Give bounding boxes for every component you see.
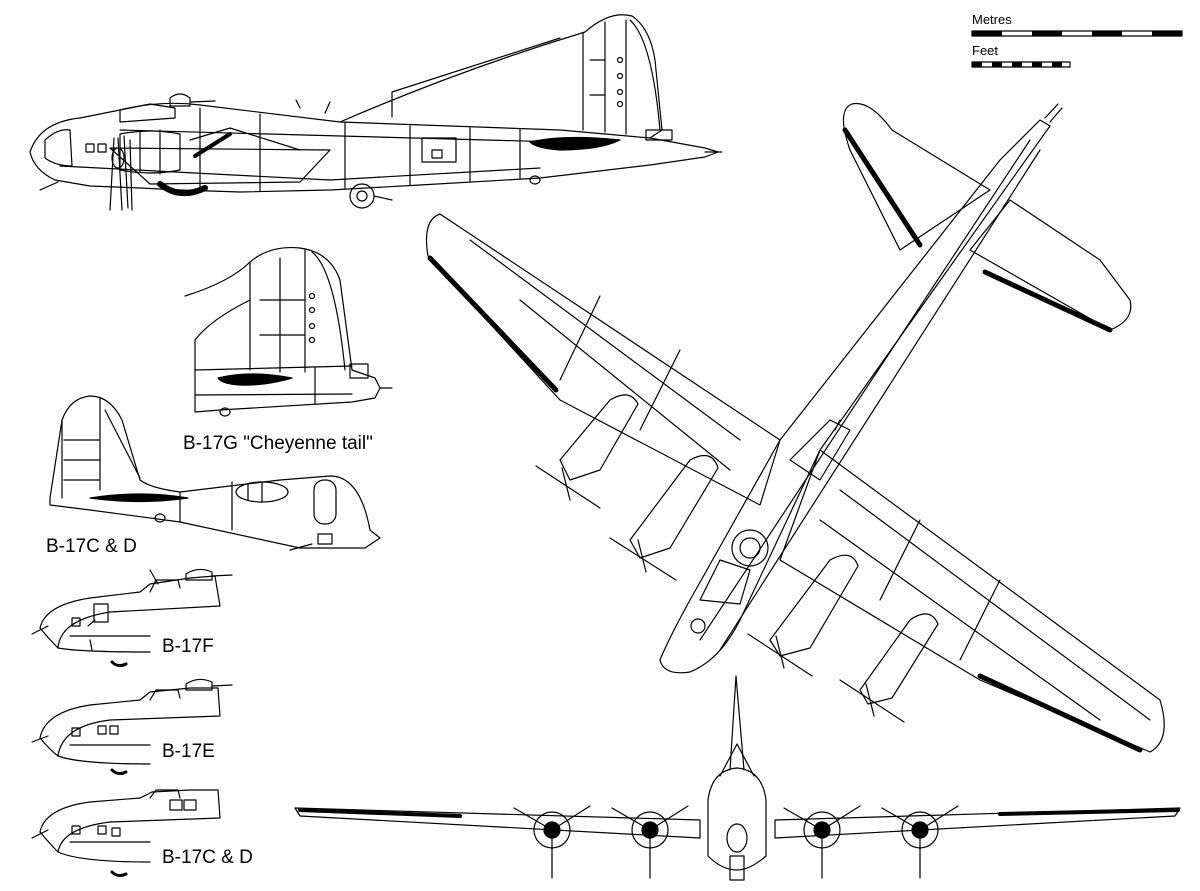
- b17e-nose-label: B-17E: [162, 741, 215, 762]
- feet-scale-bar: [971, 61, 1071, 68]
- metres-scale-bar: [971, 30, 1183, 37]
- cheyenne-tail-label: B-17G "Cheyenne tail": [183, 433, 373, 454]
- metres-scale-label: Metres: [972, 12, 1012, 27]
- b17cd-nose-view: [31, 789, 221, 878]
- cheyenne-tail-view: [184, 246, 393, 417]
- b17f-nose-view: [31, 568, 233, 668]
- b17cd-nose-label: B-17C & D: [162, 847, 253, 868]
- b17e-nose-view: [31, 678, 233, 776]
- b17cd-tail-view: [49, 395, 381, 551]
- b17f-nose-label: B-17F: [162, 636, 214, 657]
- feet-scale-label: Feet: [972, 43, 999, 58]
- front-view: [294, 675, 1181, 881]
- top-view-plan: [425, 102, 1165, 753]
- side-view-b17g: [29, 14, 723, 211]
- b17cd-tail-label: B-17C & D: [46, 536, 137, 557]
